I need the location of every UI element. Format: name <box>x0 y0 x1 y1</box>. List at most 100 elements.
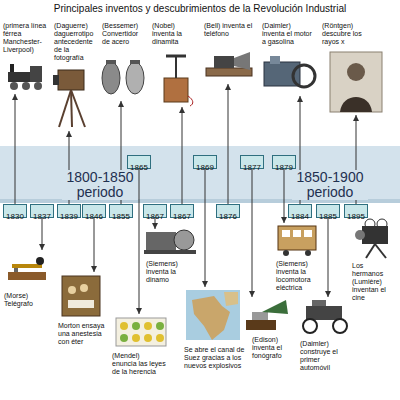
phonograph-picture <box>246 320 276 330</box>
portrait-picture <box>347 63 365 81</box>
year-box: 1830 <box>3 204 27 218</box>
projector-picture <box>355 230 365 240</box>
train-picture <box>30 66 42 82</box>
camera-picture <box>71 90 85 127</box>
telegraph-picture <box>8 272 46 280</box>
peas-picture <box>144 322 152 330</box>
phonograph-picture <box>252 312 268 320</box>
year-box: 1865 <box>127 155 151 169</box>
year-label: 1865 <box>130 163 148 173</box>
dynamo-picture <box>174 230 194 250</box>
invention-caption: (Morse) Telégrafo <box>4 292 50 308</box>
leader-lines <box>42 218 43 250</box>
leader-lines <box>228 84 229 204</box>
car-picture <box>306 306 342 320</box>
telephone-picture <box>206 52 252 76</box>
painting-picture <box>62 276 100 316</box>
year-box: 1867 <box>170 204 194 218</box>
portrait-picture <box>330 52 382 112</box>
invention-caption: (Siemens) inventa la dinamo <box>146 260 196 284</box>
invention-caption: (primera línea férrea Manchester-Liverpo… <box>3 22 51 54</box>
dynamo-picture <box>144 250 196 254</box>
year-label: 1846 <box>85 212 103 222</box>
period-label: 1850-1900 periodo <box>292 170 368 200</box>
year-label: 1830 <box>6 212 24 222</box>
locomotive-picture <box>283 250 289 256</box>
peas-picture <box>116 318 166 346</box>
converter-picture <box>106 60 116 64</box>
dynamo-picture <box>146 232 176 250</box>
invention-caption: (Daimler) inventa el motor a gasolina <box>262 22 314 46</box>
year-box: 1877 <box>240 155 264 169</box>
suez-map-picture <box>224 292 238 306</box>
detonator-picture <box>166 55 186 58</box>
camera-picture <box>59 90 71 127</box>
leader-lines <box>94 218 95 272</box>
converter-picture <box>130 60 140 64</box>
invention-caption: Se abre el canal de Suez gracias a los n… <box>184 346 246 370</box>
locomotive-picture <box>305 250 311 256</box>
year-box: 1855 <box>109 204 133 218</box>
invention-caption: (Bessemer) Convertidor de acero <box>102 22 146 46</box>
phonograph-picture <box>246 300 288 330</box>
projector-picture <box>355 219 388 258</box>
phonograph-picture <box>262 300 288 314</box>
converter-picture <box>102 62 120 94</box>
year-box: 1895 <box>344 204 368 218</box>
train-picture <box>8 64 42 90</box>
year-label: 1869 <box>196 163 214 173</box>
year-box: 1839 <box>57 204 81 218</box>
painting-picture <box>80 284 88 292</box>
year-box: 1869 <box>193 155 217 169</box>
year-label: 1855 <box>112 212 130 222</box>
suez-map-picture <box>186 290 240 340</box>
projector-picture <box>366 244 375 258</box>
painting-picture <box>62 276 100 316</box>
invention-caption: Morton ensaya una anestesia con éter <box>58 322 108 346</box>
leader-lines <box>328 218 329 297</box>
painting-picture <box>68 286 76 294</box>
period-band: 1850-1900 periodo 1869 1877 1879 <box>190 146 400 203</box>
year-label: 1879 <box>275 163 293 173</box>
suez-map-picture <box>186 290 240 340</box>
locomotive-picture <box>293 230 301 237</box>
period-band-ground <box>0 146 400 203</box>
camera-picture <box>53 70 85 127</box>
year-box: 1879 <box>272 155 296 169</box>
peas-picture <box>120 322 128 330</box>
invention-caption: (Daguerre) daguerrotipo antecedente de l… <box>54 22 100 62</box>
portrait-picture <box>330 52 382 112</box>
detonator-picture <box>188 96 193 106</box>
peas-picture <box>116 318 166 346</box>
engine-picture <box>293 65 315 87</box>
peas-picture <box>144 334 152 342</box>
car-picture <box>303 319 317 333</box>
portrait-picture <box>340 97 372 112</box>
leader-lines <box>284 169 285 223</box>
invention-caption: Los hermanos (Lumière) inventan el cine <box>352 262 396 302</box>
telephone-picture <box>234 52 250 70</box>
train-picture <box>8 72 32 82</box>
invention-caption: (Siemens) inventa la locomotora eléctric… <box>276 260 322 292</box>
period-band: 1800-1850 periodo1865 <box>0 146 190 203</box>
year-label: 1877 <box>243 163 261 173</box>
year-label: 1867 <box>173 212 191 222</box>
telephone-picture <box>206 68 252 76</box>
period-label: 1800-1850 periodo <box>62 170 138 200</box>
telegraph-picture <box>8 257 46 280</box>
peas-picture <box>156 322 164 330</box>
year-label: 1837 <box>33 212 51 222</box>
suez-map-picture <box>192 296 230 340</box>
detonator-picture <box>164 78 188 102</box>
period-band-ground <box>0 146 400 203</box>
leader-lines <box>205 169 206 287</box>
locomotive-picture <box>282 230 290 237</box>
telegraph-picture <box>14 268 18 272</box>
projector-picture <box>365 219 375 229</box>
train-picture <box>10 64 14 72</box>
telegraph-picture <box>36 257 44 265</box>
year-box: 1867 <box>143 204 167 218</box>
year-box: 1876 <box>216 204 240 218</box>
leader-lines <box>15 94 16 204</box>
